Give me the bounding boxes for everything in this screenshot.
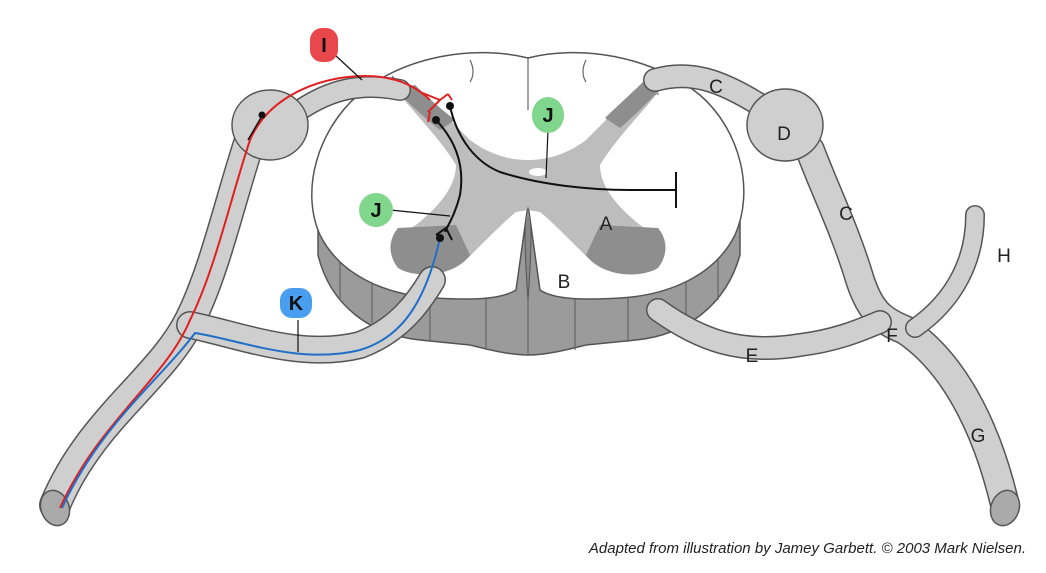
gray-matter <box>392 80 664 275</box>
label-B: B <box>558 272 571 293</box>
callout-J-left-bubble <box>359 193 393 227</box>
callout-I-bubble <box>310 28 338 62</box>
right-nerve-cut-end <box>989 489 1021 527</box>
right-ventral-root <box>646 298 892 361</box>
label-C-mid: C <box>839 204 853 225</box>
callout-K-text: K <box>289 293 304 315</box>
callout-J-left-text: J <box>370 200 381 222</box>
label-C-top: C <box>709 77 723 98</box>
interneuron-terminal-2 <box>446 102 454 110</box>
central-canal <box>529 168 547 176</box>
left-dorsal-root-ganglion <box>231 89 309 161</box>
label-A: A <box>600 214 613 235</box>
callout-K-bubble <box>280 288 312 318</box>
motor-neuron-cell-body <box>436 234 444 242</box>
dorsal-horn-right <box>605 80 660 128</box>
label-G: G <box>971 426 986 447</box>
label-E: E <box>746 346 759 367</box>
sensory-neuron-cell-process <box>247 115 263 141</box>
anterior-median-fissure <box>524 206 532 301</box>
callout-J-top: J <box>532 97 564 133</box>
label-F: F <box>886 326 898 347</box>
right-dorsal-ramus <box>905 205 985 338</box>
image-credit-caption: Adapted from illustration by Jamey Garbe… <box>588 540 1026 557</box>
dorsal-horn-left <box>396 85 455 130</box>
label-H: H <box>997 246 1011 267</box>
left-nerve-cut-end <box>39 489 71 527</box>
callout-I-text: I <box>321 35 327 57</box>
callout-K: K <box>280 288 312 318</box>
sensory-terminal <box>419 91 453 123</box>
sensory-neuron-cell-body <box>258 111 266 119</box>
right-dorsal-root-ganglion <box>746 88 824 162</box>
callout-J-top-text: J <box>542 105 553 127</box>
interneuron <box>435 105 677 241</box>
callout-J-left: J <box>359 193 393 227</box>
leader-lines <box>297 54 549 352</box>
sensory-neuron <box>59 75 431 509</box>
ventral-horn-right <box>586 225 666 275</box>
right-dorsal-root <box>643 64 772 117</box>
label-D: D <box>777 124 791 145</box>
callout-I: I <box>310 28 338 62</box>
interneuron-terminal-1 <box>432 116 440 124</box>
callout-J-top-bubble <box>532 97 564 133</box>
motor-neuron <box>61 237 441 509</box>
